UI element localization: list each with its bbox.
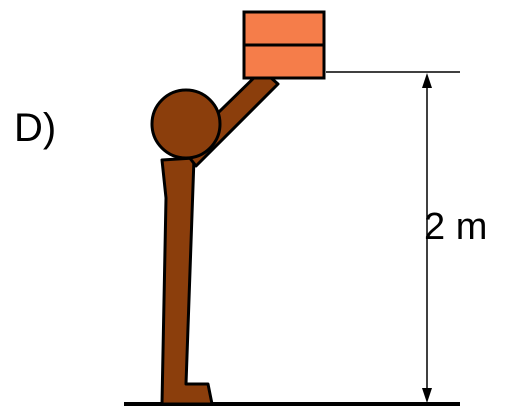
arrow-head-bottom: [422, 388, 432, 403]
person-head: [150, 88, 222, 160]
person-figure: [150, 68, 280, 406]
box: [242, 10, 326, 80]
height-label: 2 m: [424, 206, 488, 248]
arrow-head-top: [422, 73, 432, 88]
person-body: [160, 156, 214, 406]
height-arrow: [422, 73, 432, 403]
option-label: D): [14, 106, 57, 150]
